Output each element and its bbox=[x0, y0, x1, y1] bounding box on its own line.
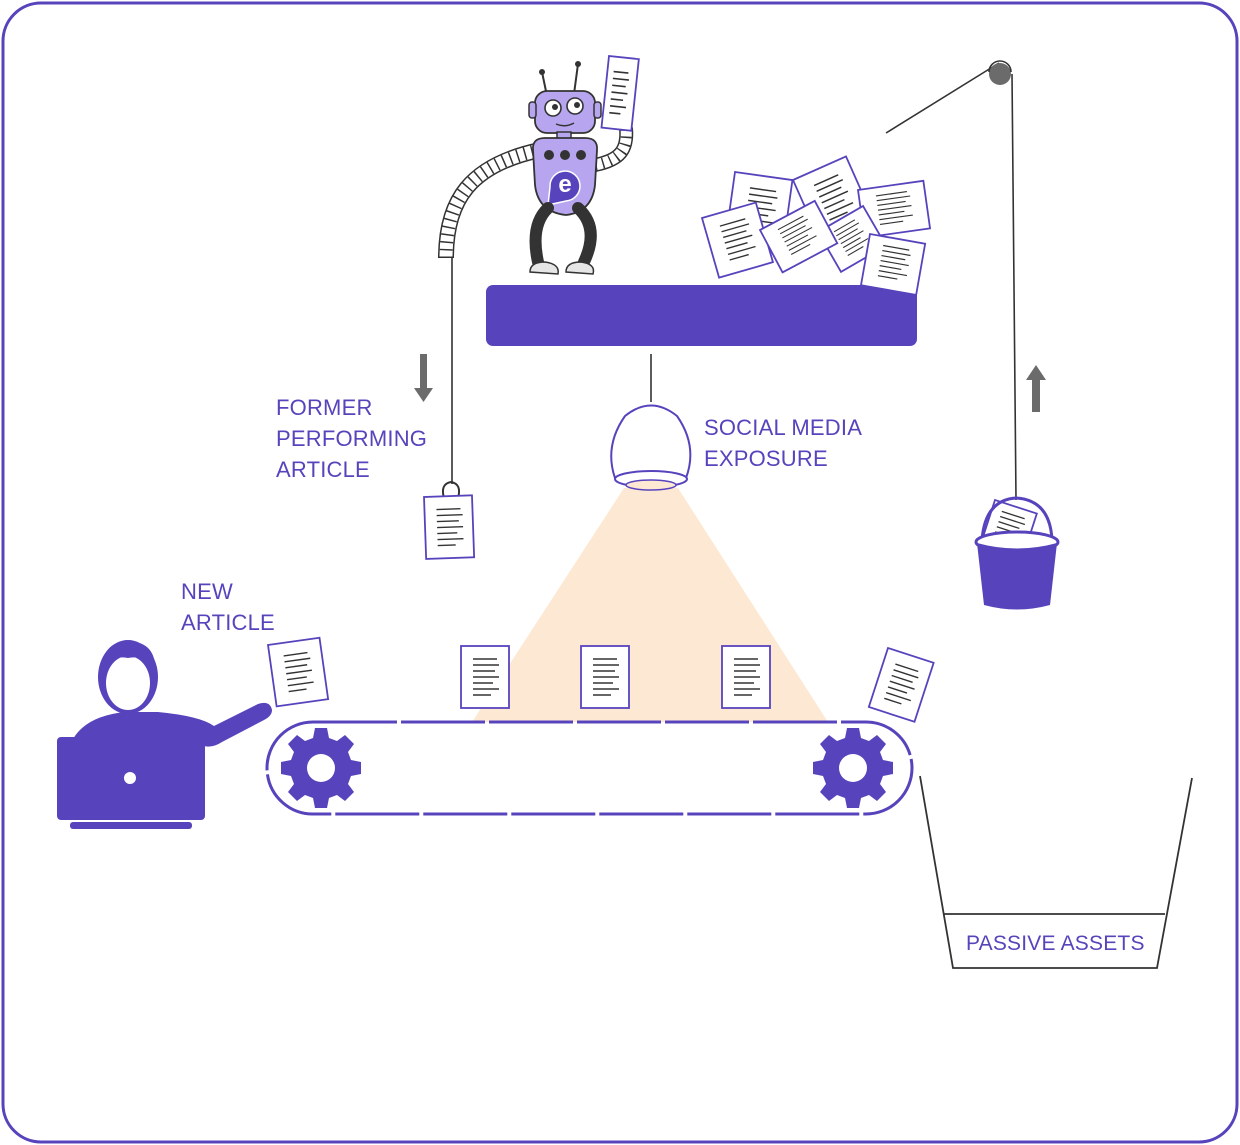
arrow-down-icon bbox=[414, 354, 433, 402]
document-pile bbox=[700, 155, 932, 296]
label-line: PASSIVE ASSETS bbox=[966, 932, 1145, 955]
conveyor-belt bbox=[265, 720, 914, 816]
document-held-by-robot bbox=[600, 55, 640, 132]
falling-document bbox=[867, 646, 935, 723]
bucket-icon bbox=[974, 496, 1060, 610]
label-line: SOCIAL MEDIA bbox=[704, 415, 863, 440]
former-performing-article-label: FORMER PERFORMING ARTICLE bbox=[276, 392, 427, 485]
pulley-icon bbox=[885, 60, 1017, 501]
label-line: EXPOSURE bbox=[704, 446, 828, 471]
label-line: ARTICLE bbox=[181, 610, 275, 635]
robot-arm-left bbox=[438, 142, 542, 259]
conveyor-document bbox=[580, 645, 630, 709]
new-article-label: NEW ARTICLE bbox=[181, 576, 275, 638]
gear-icon bbox=[813, 728, 893, 808]
gear-icon bbox=[281, 728, 361, 808]
conveyor-document bbox=[721, 645, 771, 709]
passive-assets-bin bbox=[919, 775, 1193, 969]
robot-arm-right bbox=[593, 127, 634, 172]
robot-icon: e bbox=[528, 61, 602, 275]
arrow-up-icon bbox=[1026, 365, 1046, 412]
conveyor-document bbox=[460, 645, 510, 709]
former-article-document bbox=[423, 480, 476, 560]
label-line: ARTICLE bbox=[276, 457, 370, 482]
social-media-exposure-label: SOCIAL MEDIA EXPOSURE bbox=[704, 412, 862, 474]
robot-logo-letter: e bbox=[558, 171, 571, 198]
person-at-laptop-icon bbox=[57, 640, 272, 829]
label-line: FORMER bbox=[276, 395, 373, 420]
label-line: PERFORMING bbox=[276, 426, 428, 451]
label-line: NEW bbox=[181, 579, 233, 604]
new-article-document bbox=[266, 636, 330, 708]
passive-assets-label: PASSIVE ASSETS bbox=[966, 928, 1145, 959]
platform-bar bbox=[486, 285, 917, 346]
